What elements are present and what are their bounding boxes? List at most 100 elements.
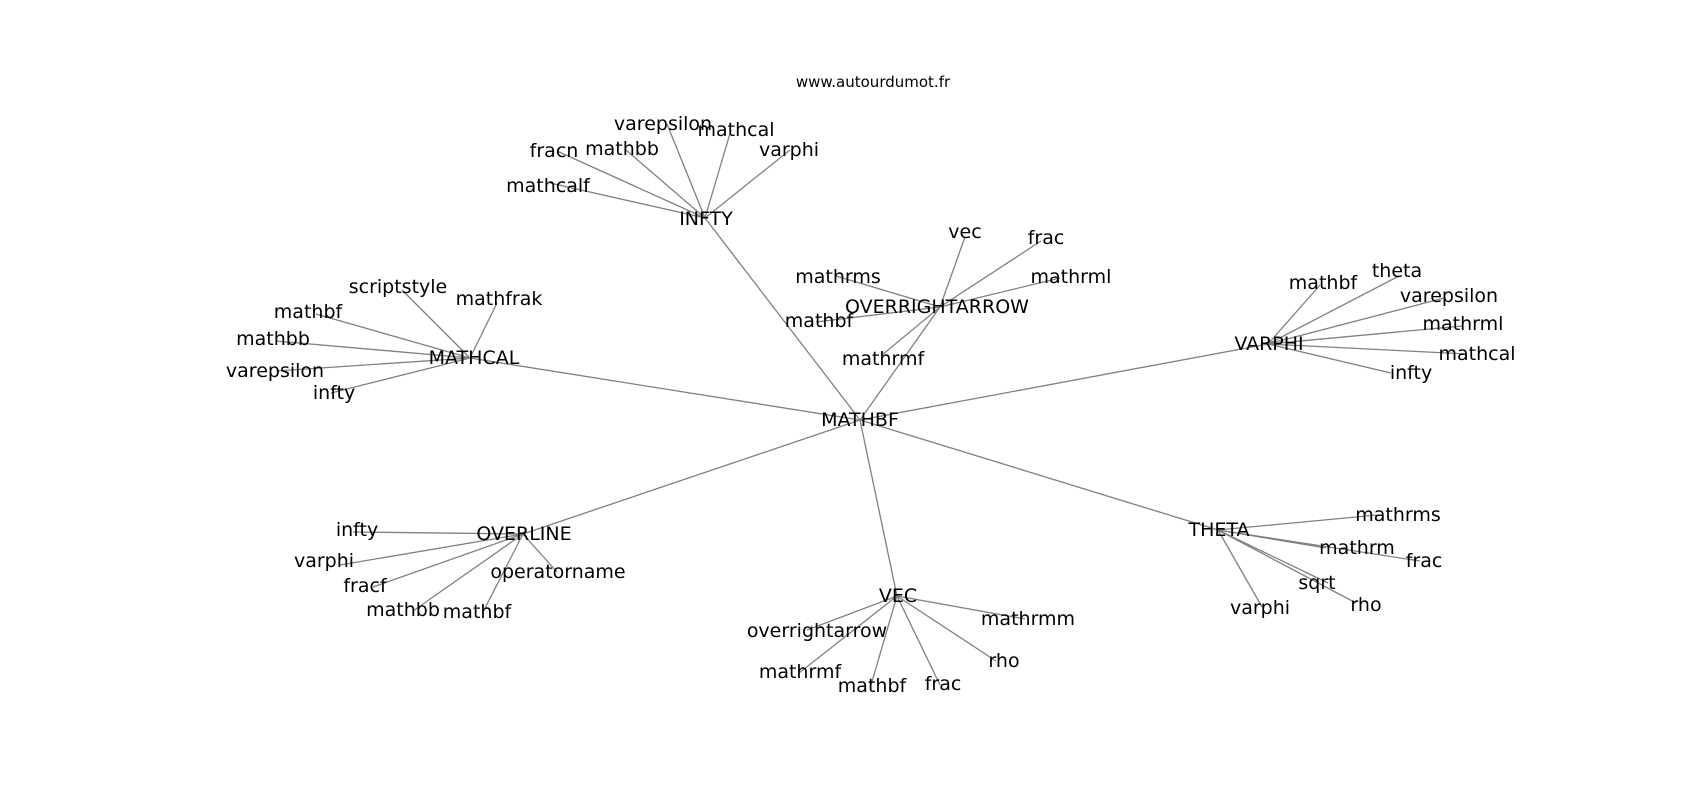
edge-overline-fracf [372, 533, 524, 588]
edges [275, 123, 1468, 686]
leaf-node-label-vec-rho: rho [988, 650, 1019, 672]
leaf-node-label-vec-mathrmm: mathrmm [981, 608, 1075, 630]
leaf-node-label-mathcal-mathbf: mathbf [274, 301, 344, 323]
edge-center-overline [522, 419, 861, 535]
edge-overrightarrow-vec [939, 236, 966, 308]
edge-vec-frac [896, 595, 941, 686]
leaf-node-label-overline-fracf: fracf [343, 575, 388, 597]
leaf-node-label-overline-mathbf: mathbf [443, 601, 513, 623]
edge-vec-mathrmf [798, 595, 898, 674]
leaf-node-label-overrightarrow-vec: vec [948, 221, 981, 243]
leaf-node-label-theta-frac: frac [1406, 550, 1443, 572]
edge-mathcal-mathbb [275, 340, 471, 359]
center-node-label: MATHBF [821, 409, 899, 431]
hub-node-label-mathcal: MATHCAL [429, 347, 520, 369]
edge-center-theta [859, 419, 1219, 531]
edge-overline-operatorname [522, 533, 558, 573]
leaf-node-label-overline-infty: infty [336, 519, 378, 541]
leaf-node-label-mathcal-infty: infty [313, 382, 355, 404]
leaf-node-label-varphi-theta: theta [1372, 260, 1422, 282]
leaf-node-label-infty-varphi: varphi [759, 139, 819, 161]
edge-infty-varphi [704, 149, 791, 219]
edge-varphi-mathrml [1267, 325, 1463, 345]
edge-overrightarrow-mathrml [939, 277, 1061, 308]
leaf-node-label-vec-overrightarrow: overrightarrow [747, 620, 887, 642]
leaf-node-label-overline-varphi: varphi [294, 550, 354, 572]
leaf-node-label-infty-mathbb: mathbb [585, 138, 659, 160]
edge-theta-mathrms [1217, 514, 1378, 531]
edge-overrightarrow-mathrms [835, 275, 941, 308]
leaf-node-label-vec-mathrmf: mathrmf [759, 661, 843, 683]
hub-node-label-varphi: VARPHI [1234, 333, 1303, 355]
edge-theta-varphi [1217, 529, 1263, 608]
leaf-node-label-theta-rho: rho [1350, 594, 1381, 616]
edge-center-vec [859, 419, 898, 597]
edge-varphi-mathcal [1267, 343, 1468, 355]
edge-varphi-varepsilon [1267, 297, 1445, 345]
leaf-node-label-overrightarrow-mathrmf: mathrmf [842, 348, 926, 370]
edge-overline-mathbf [482, 533, 524, 613]
edge-overrightarrow-mathbf [815, 306, 941, 323]
edge-theta-rho [1217, 529, 1357, 604]
edge-infty-fracn [556, 150, 706, 219]
edge-center-infty [704, 217, 861, 421]
edge-varphi-theta [1267, 275, 1400, 345]
leaf-node-label-theta-sqrt: sqrt [1298, 572, 1335, 594]
leaf-node-label-overrightarrow-mathrml: mathrml [1031, 266, 1112, 288]
leaf-node-label-mathcal-mathfrak: mathfrak [456, 288, 543, 310]
edge-mathcal-varepsilon [275, 357, 471, 372]
edge-center-varphi [859, 343, 1269, 421]
leaf-node-label-varphi-mathbf: mathbf [1289, 272, 1359, 294]
edge-mathcal-mathfrak [469, 302, 498, 359]
leaf-node-label-overrightarrow-mathrms: mathrms [795, 266, 881, 288]
edge-overline-infty [352, 531, 524, 535]
edge-infty-mathbb [625, 149, 706, 219]
leaf-node-label-vec-mathbf: mathbf [838, 675, 908, 697]
edge-vec-mathrmm [896, 595, 1026, 620]
leaf-node-label-varphi-infty: infty [1390, 362, 1432, 384]
edge-infty-varepsilon [666, 123, 706, 219]
leaf-node-label-theta-mathrms: mathrms [1355, 504, 1441, 526]
leaf-node-label-overline-mathbb: mathbb [366, 599, 440, 621]
leaf-node-label-varphi-mathrml: mathrml [1423, 313, 1504, 335]
edge-theta-frac [1217, 529, 1421, 562]
edge-vec-mathbf [870, 595, 898, 686]
leaf-node-label-varphi-mathcal: mathcal [1438, 343, 1515, 365]
hub-node-label-overrightarrow: OVERRIGHTARROW [845, 296, 1029, 318]
edge-varphi-infty [1267, 343, 1392, 374]
edge-mathcal-infty [330, 357, 471, 394]
edge-vec-overrightarrow [806, 595, 898, 631]
edge-infty-mathcalf [549, 182, 706, 219]
leaf-node-label-overrightarrow-frac: frac [1028, 227, 1065, 249]
leaf-node-label-infty-mathcal: mathcal [697, 119, 774, 141]
hub-node-label-vec: VEC [879, 585, 917, 607]
leaf-node-label-overrightarrow-mathbf: mathbf [785, 310, 855, 332]
edge-theta-sqrt [1217, 529, 1329, 584]
edge-overline-mathbb [412, 533, 524, 612]
leaf-node-label-theta-varphi: varphi [1230, 597, 1290, 619]
leaf-node-label-infty-mathcalf: mathcalf [506, 175, 591, 197]
edge-mathcal-scriptstyle [401, 289, 471, 359]
edge-vec-rho [896, 595, 997, 662]
leaf-node-label-vec-frac: frac [925, 673, 962, 695]
hub-node-label-overline: OVERLINE [476, 523, 571, 545]
edge-varphi-mathbf [1267, 284, 1321, 345]
hub-node-label-theta: THETA [1187, 519, 1249, 541]
edge-overrightarrow-frac [939, 240, 1042, 308]
hub-node-label-infty: INFTY [679, 208, 733, 230]
edge-infty-mathcal [704, 129, 732, 219]
leaf-node-label-mathcal-scriptstyle: scriptstyle [349, 276, 448, 298]
edge-center-mathcal [469, 357, 861, 421]
leaf-node-label-mathcal-varepsilon: varepsilon [226, 360, 324, 382]
leaf-node-label-theta-mathrm: mathrm [1319, 537, 1395, 559]
edge-mathcal-mathbf [315, 313, 471, 359]
edge-overline-varphi [339, 533, 524, 566]
source-url: www.autourdumot.fr [796, 73, 951, 91]
leaf-node-label-mathcal-mathbb: mathbb [236, 328, 310, 350]
edge-center-overrightarrow [859, 306, 941, 421]
leaf-node-label-varphi-varepsilon: varepsilon [1400, 285, 1498, 307]
leaf-node-label-overline-operatorname: operatorname [490, 561, 625, 583]
leaf-node-label-infty-varepsilon: varepsilon [614, 113, 712, 135]
